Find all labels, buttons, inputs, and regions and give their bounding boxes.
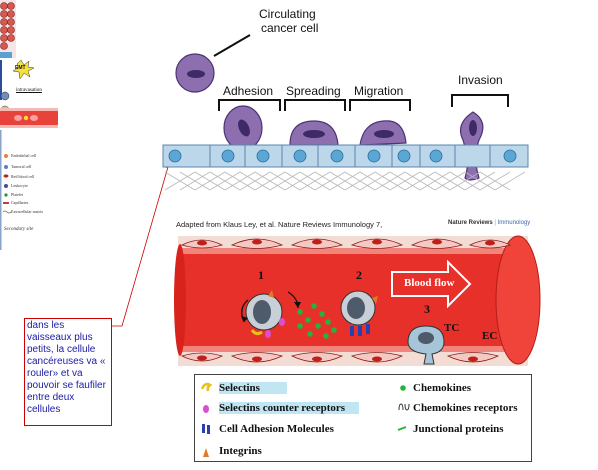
figure-credit: Adapted from Klaus Ley, et al. Nature Re… [176, 220, 383, 229]
left-legend-ecm: Extracellular matrix [11, 209, 44, 214]
junctional-protein-symbol [397, 426, 407, 431]
endothelium-layer [162, 144, 529, 168]
legend-integrins: Integrins [219, 445, 262, 457]
emt-badge: EMT [15, 65, 26, 71]
counter-receptor-symbol [203, 405, 209, 413]
left-legend-endothelial: Endothelial cell [11, 153, 37, 158]
left-diagram-strip: EMT intravasation Endothelial cell Tumor… [0, 0, 60, 250]
journal-bold: Nature Reviews [448, 220, 493, 226]
step-adhesion: Adhesion [223, 84, 274, 98]
blood-flow-arrow [391, 259, 472, 309]
legend-junctional-proteins: Junctional proteins [413, 423, 504, 435]
comment-box[interactable]: dans les vaisseaux plus petits, la cellu… [24, 318, 112, 426]
step-spreading: Spreading [286, 84, 341, 98]
journal-credit: Nature Reviews | Immunology [448, 220, 531, 226]
chemokine-symbol [400, 385, 406, 391]
left-legend-tumoral: Tumoral cell [11, 164, 32, 169]
left-diagram-graphic [0, 0, 58, 250]
circulating-label-line1: Circulating [259, 7, 316, 21]
step-invasion: Invasion [458, 73, 503, 87]
ec-label: EC [482, 330, 498, 342]
legend-selectins: Selectins [219, 382, 260, 394]
legend-chemokine-receptors: Chemokines receptors [413, 402, 518, 414]
legend-cams: Cell Adhesion Molecules [219, 423, 334, 435]
left-legend-rbc: Red blood cell [11, 174, 35, 179]
journal-light: Immunology [497, 220, 531, 226]
transmigrating-cell [407, 325, 445, 365]
chemokine-receptor-symbol [398, 403, 410, 411]
step-number-3: 3 [424, 302, 430, 316]
molecule-legend: Selectins Selectins counter receptors Ce… [194, 374, 532, 462]
step-number-1: 1 [258, 268, 264, 282]
legend-selectin-counter-receptors: Selectins counter receptors [219, 402, 346, 414]
integrin-symbol [203, 448, 209, 457]
blood-flow-label: Blood flow [404, 277, 455, 289]
left-legend-capillaries: Capillaries [11, 200, 29, 205]
step-number-2: 2 [356, 268, 362, 282]
tc-label: TC [444, 322, 460, 334]
secondary-site-label: Secondary site [4, 227, 34, 232]
selectin-symbol [200, 382, 213, 392]
legend-symbols [200, 382, 410, 457]
left-legend-platelet: Platelet [11, 192, 23, 197]
left-legend-leukocyte: Leukocyte [11, 183, 28, 188]
adhesion-cascade-figure [162, 34, 529, 191]
comment-text: dans les vaisseaux plus petits, la cellu… [27, 320, 106, 415]
circulating-label-line2: cancer cell [261, 21, 319, 35]
intravasation-label: intravasation [16, 88, 42, 93]
cam-symbol [207, 425, 210, 434]
legend-chemokines: Chemokines [413, 382, 472, 394]
step-migration: Migration [354, 84, 404, 98]
